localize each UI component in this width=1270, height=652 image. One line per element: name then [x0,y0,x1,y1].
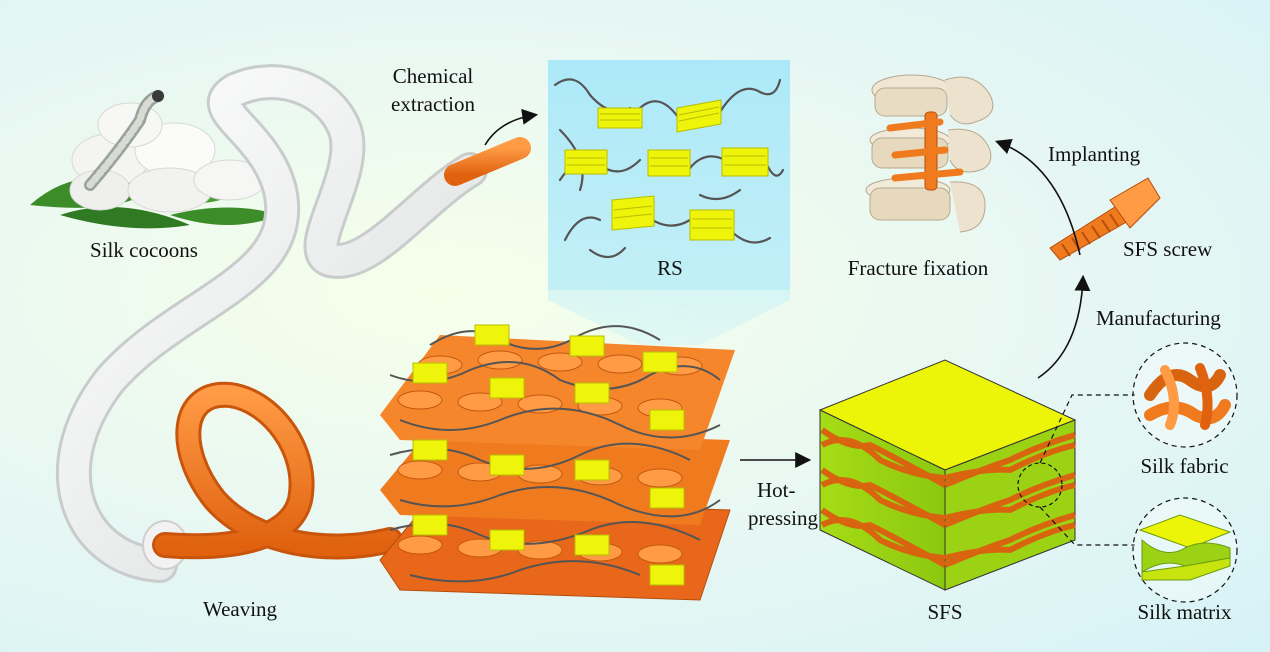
sfs-screw-label: SFS screw [1123,237,1213,261]
rs-panel [548,60,790,345]
woven-fabric-stack [379,324,735,601]
silk-matrix-label: Silk matrix [1137,600,1232,624]
fracture-fixation-label: Fracture fixation [847,256,989,280]
sfs-cube [818,359,1077,591]
silk-cocoons-illustration [30,90,280,229]
sfs-label: SFS [927,600,963,624]
implanting-label: Implanting [1048,142,1141,166]
silk-matrix-inset [1132,497,1238,603]
manufacturing-label: Manufacturing [1096,306,1221,330]
hot-pressing-label-line1: Hot- [757,478,796,502]
orange-silk-fiber [152,381,403,560]
process-arrows [484,108,1091,468]
weaving-label: Weaving [202,597,278,621]
rs-label: RS [657,256,683,280]
chemical-extraction-label-line1: Chemical [392,64,474,88]
chemical-extraction-label-line2: extraction [391,92,475,116]
silk-cocoons-label: Silk cocoons [90,238,198,262]
spine-illustration [865,74,994,233]
sfs-screw-illustration [1049,177,1161,261]
silk-fabric-label: Silk fabric [1140,454,1229,478]
inset-connectors [1039,394,1135,546]
silk-fabric-inset [1132,342,1238,448]
hot-pressing-label-line2: pressing [748,506,818,530]
